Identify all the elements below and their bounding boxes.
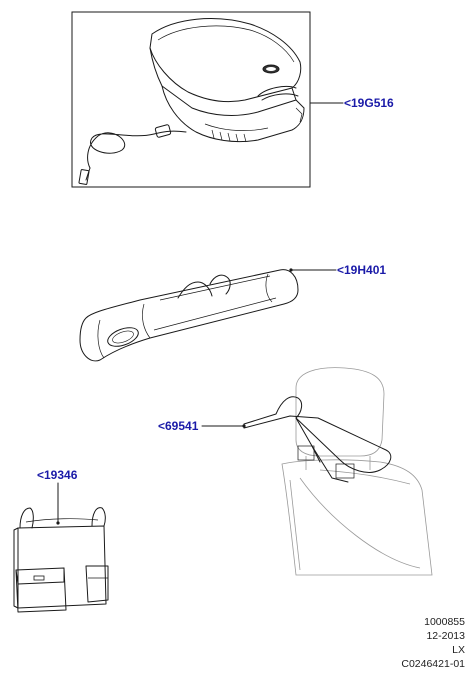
panel-frame (71, 11, 311, 188)
drawing-number: 1000855 (424, 616, 465, 628)
seat-organiser-illustration: <19346 (13, 468, 109, 613)
callout-cool-box: <19G516 (344, 96, 394, 110)
ski-bag-illustration: <19H401 (79, 263, 386, 362)
illustration-id: C0246421-01 (401, 658, 465, 670)
drawing-date: 12-2013 (426, 630, 465, 642)
drawing-reference-block: 1000855 12-2013 LX C0246421-01 (401, 615, 465, 671)
coat-hanger-illustration: <69541 (158, 367, 433, 576)
model-code: LX (452, 644, 465, 656)
cool-box-illustration (78, 18, 305, 185)
cool-box-panel: <19G516 (71, 11, 394, 188)
callout-seat-organiser: <19346 (37, 468, 78, 482)
callout-coat-hanger: <69541 (158, 419, 199, 433)
callout-ski-bag: <19H401 (337, 263, 386, 277)
